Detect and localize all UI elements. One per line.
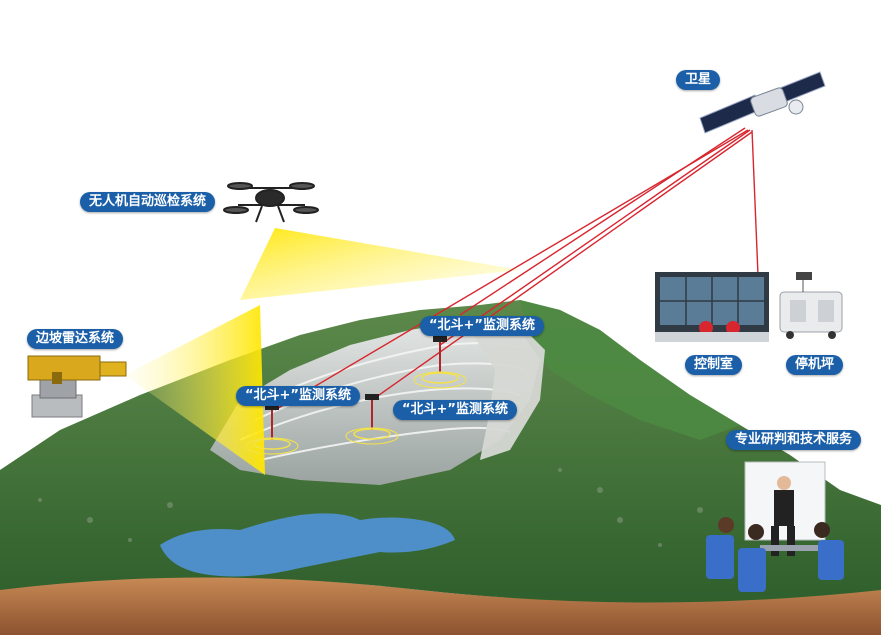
terrain-texture <box>38 468 703 547</box>
lake <box>160 513 455 577</box>
drone-scan-beam <box>240 228 520 300</box>
drone-inspection-label: 无人机自动巡检系统 <box>80 192 216 212</box>
satellite-label: 卫星 <box>676 70 721 90</box>
gnss-antenna-icon <box>245 336 467 455</box>
rock-slide <box>470 325 545 460</box>
meeting-presentation-icon <box>706 461 844 592</box>
drone-hangar-icon <box>779 272 843 339</box>
monitor-wall-icon <box>655 272 769 342</box>
beidou-monitor-label-left: “北斗+”监测系统 <box>236 386 360 406</box>
satellite-icon <box>699 71 826 134</box>
beidou-monitor-label-right: “北斗+”监测系统 <box>393 400 517 420</box>
satellite-signal-lines <box>274 127 759 411</box>
slope-radar-label: 边坡雷达系统 <box>27 329 124 349</box>
beidou-monitor-label-top: “北斗+”监测系统 <box>420 316 544 336</box>
control-room-label: 控制室 <box>685 355 743 375</box>
expert-service-label: 专业研判和技术服务 <box>726 430 862 450</box>
apron-label: 停机坪 <box>786 355 844 375</box>
soil-layer <box>0 576 881 635</box>
mountain-ridge <box>520 300 740 440</box>
radar-scan-beam <box>125 305 265 475</box>
quarry-pit <box>210 320 540 485</box>
drone-icon <box>223 182 319 223</box>
slope-radar-icon <box>27 355 127 418</box>
